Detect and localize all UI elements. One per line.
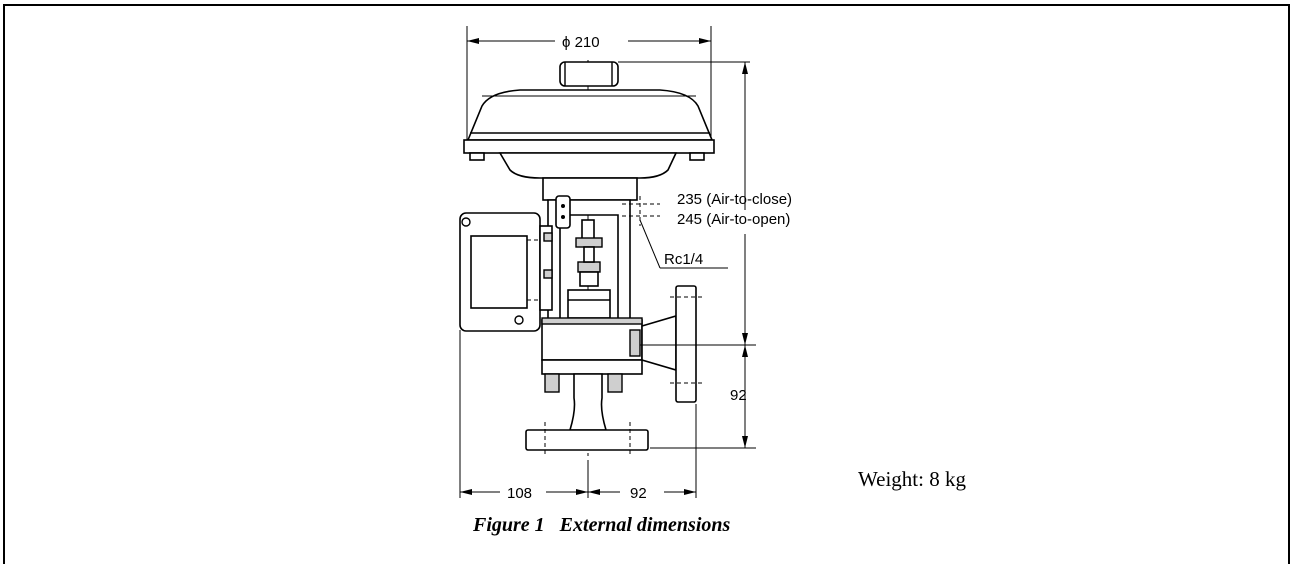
diameter-label: ϕ 210 — [562, 34, 600, 51]
positioner — [459, 212, 553, 332]
width-dimension: 108 92 — [459, 330, 697, 502]
vertical-lower-label: 92 — [730, 387, 747, 404]
right-width-label: 92 — [630, 485, 647, 502]
yoke — [542, 177, 660, 321]
weight-label: Weight: 8 kg — [858, 467, 966, 491]
figure-caption: Figure 1 External dimensions — [472, 514, 730, 536]
actuator — [463, 61, 715, 179]
figure-frame — [3, 4, 1290, 564]
height-close-label: 235 (Air-to-close) — [677, 191, 792, 208]
height-dimension: 235 (Air-to-close) 245 (Air-to-open) 92 — [618, 61, 792, 449]
diameter-dimension: ϕ 210 — [466, 26, 712, 150]
height-open-label: 245 (Air-to-open) — [677, 211, 790, 228]
valve-drawing: ϕ 210 — [459, 26, 966, 536]
port-callout: Rc1/4 — [639, 219, 728, 269]
left-width-label: 108 — [507, 485, 532, 502]
port-label: Rc1/4 — [664, 251, 703, 268]
valve-body — [525, 285, 704, 456]
